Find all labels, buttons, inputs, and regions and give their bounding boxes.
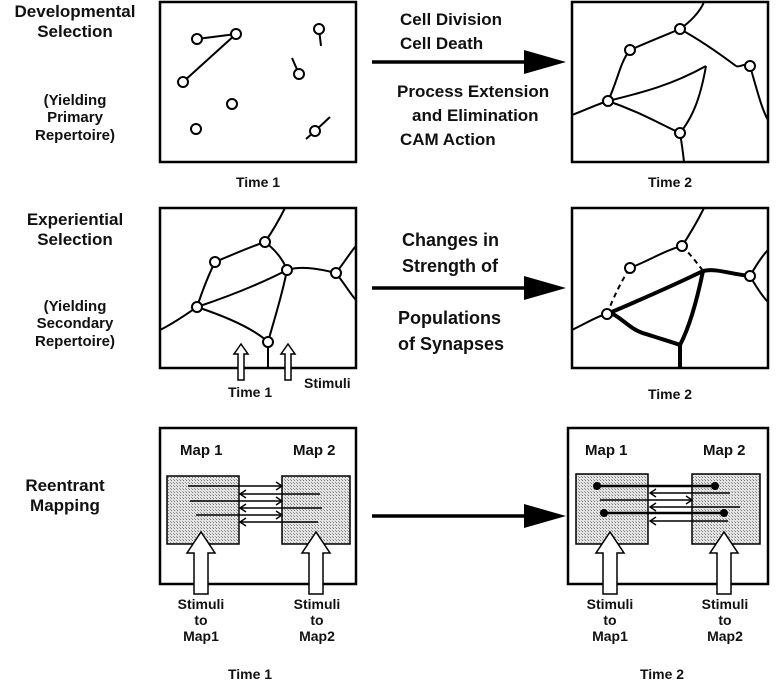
row3-stim2-label-time1: Stimuli to Map2 — [272, 596, 362, 644]
stim2-t2-line2: to — [718, 612, 732, 629]
stim2-line1: Stimuli — [293, 596, 341, 612]
arrowhead-r3 — [524, 504, 566, 528]
row3-map1-label-time2: Map 1 — [585, 442, 628, 459]
network-r2-time2 — [571, 207, 769, 368]
row3-stim1-label-time1: Stimuli to Map1 — [156, 596, 246, 644]
row2-stimuli-label: Stimuli — [304, 375, 351, 391]
stimulus-arrows-r3-time1 — [185, 530, 332, 595]
row1-title-line2: Selection — [37, 21, 113, 41]
row3-title-line1: Reentrant — [25, 476, 105, 495]
stim1-t2-line1: Stimuli — [586, 596, 634, 612]
stim1-line3: Map1 — [183, 628, 219, 645]
stim2-t2-line3: Map2 — [707, 628, 743, 645]
cells-r1-time1 — [177, 23, 331, 140]
row1-sub-line3: Repertoire) — [34, 126, 116, 144]
arrowhead-r2 — [524, 276, 566, 300]
row3-map1-label-time1: Map 1 — [180, 442, 223, 459]
row2-process-strength: Strength of — [402, 256, 498, 276]
panel-r3-time2 — [566, 426, 770, 586]
row2-sub-line1: (Yielding — [43, 298, 107, 315]
row1-time1-label: Time 1 — [235, 174, 281, 190]
stim1-line2: to — [194, 612, 208, 629]
row1-process-cell-division: Cell Division — [400, 10, 503, 29]
row3-title: Reentrant Mapping — [0, 476, 130, 515]
arrowhead-r1 — [524, 50, 566, 74]
row3-stim2-label-time2: Stimuli to Map2 — [680, 596, 770, 644]
row2-process-populations: Populations — [398, 308, 501, 328]
row1-process-cam: CAM Action — [400, 130, 496, 149]
panel-r3-time1 — [158, 426, 358, 586]
row1-subtitle: (Yielding Primary Repertoire) — [0, 92, 150, 144]
row1-process-extension: Process Extension — [397, 82, 550, 101]
network-r2-time1 — [159, 207, 357, 368]
panel-r1-time2 — [570, 0, 770, 164]
row1-process-elimination: and Elimination — [412, 106, 539, 125]
stim2-t2-line1: Stimuli — [701, 596, 749, 612]
row3-stim1-label-time2: Stimuli to Map1 — [565, 596, 655, 644]
stim2-line2: to — [310, 612, 324, 629]
reentry-lines-time2 — [593, 482, 740, 526]
panel-r2-time2 — [570, 206, 770, 370]
row2-sub-line3: Repertoire) — [34, 332, 116, 350]
map1-box-time1 — [166, 475, 240, 545]
row2-time2-label: Time 2 — [647, 386, 693, 402]
map2-box-time2 — [691, 473, 761, 545]
row2-process-changes: Changes in — [402, 230, 500, 250]
stim2-line3: Map2 — [299, 628, 335, 645]
row1-time2-label: Time 2 — [647, 174, 693, 190]
row3-map2-label-time2: Map 2 — [703, 442, 746, 459]
row3-title-line2: Mapping — [30, 495, 100, 515]
row2-subtitle: (Yielding Secondary Repertoire) — [0, 298, 150, 350]
row1-title: Developmental Selection — [0, 2, 150, 41]
stimulus-arrows-r3-time2 — [594, 530, 740, 595]
row3-map2-label-time1: Map 2 — [293, 442, 336, 459]
panel-r1-time1 — [158, 0, 358, 164]
map1-box-time2 — [575, 473, 649, 545]
panel-r2-time1 — [158, 206, 358, 370]
stim1-t2-line2: to — [603, 612, 617, 629]
row2-title-line2: Selection — [37, 229, 113, 249]
stim1-t2-line3: Map1 — [592, 628, 628, 645]
stim1-line1: Stimuli — [177, 596, 225, 612]
row1-title-line1: Developmental — [14, 2, 136, 21]
row2-time1-label: Time 1 — [228, 384, 273, 400]
row1-sub-line1: (Yielding — [43, 92, 107, 109]
row3-time1-label: Time 1 — [227, 666, 273, 682]
row1-process-cell-death: Cell Death — [400, 34, 484, 53]
row2-sub-line2: Secondary — [36, 315, 114, 333]
network-r1-time2 — [571, 1, 769, 163]
row3-time2-label: Time 2 — [639, 666, 685, 682]
stimulus-arrows-r2 — [232, 342, 297, 381]
row2-title-line1: Experiential — [26, 210, 124, 229]
row2-process-synapses: of Synapses — [398, 334, 505, 354]
reentry-lines-time1 — [188, 481, 322, 527]
row2-title: Experiential Selection — [0, 210, 150, 249]
row1-sub-line2: Primary — [47, 109, 103, 127]
